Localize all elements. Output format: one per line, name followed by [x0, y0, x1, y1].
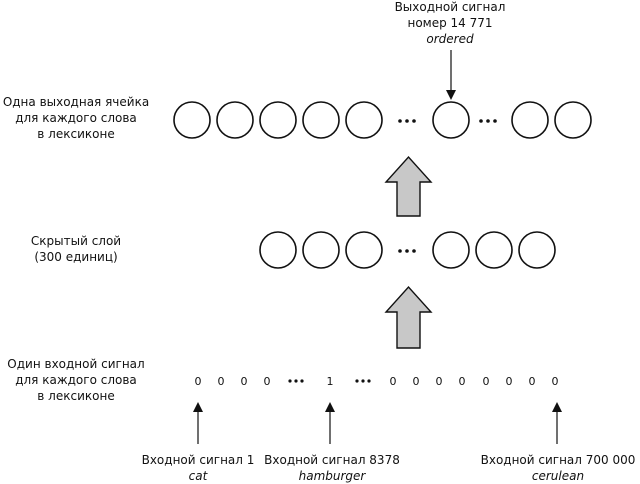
hidden-neuron	[475, 231, 513, 269]
input-value: 0	[483, 375, 490, 388]
output-neuron	[259, 101, 297, 139]
input-value-hot: 1	[327, 375, 334, 388]
input-ellipsis	[288, 379, 371, 383]
input-signal-caption: Входной сигнал 700 000 cerulean	[480, 452, 636, 484]
input-layer-label-line: Один входной сигнал	[7, 357, 145, 371]
input-layer-label: Один входной сигнал для каждого слова в …	[2, 356, 150, 404]
input-value: 0	[459, 375, 466, 388]
output-layer	[173, 101, 592, 139]
input-value: 0	[436, 375, 443, 388]
input-value: 0	[264, 375, 271, 388]
output-pointer-arrow	[446, 50, 456, 100]
input-value: 0	[218, 375, 225, 388]
output-neuron	[216, 101, 254, 139]
output-signal-number: номер 14 771	[407, 16, 493, 30]
hidden-layer	[259, 231, 556, 269]
flow-arrow-lower	[384, 285, 433, 349]
hidden-layer-label: Скрытый слой (300 единиц)	[2, 233, 150, 265]
hidden-neuron	[432, 231, 470, 269]
input-layer-label-line: в лексиконе	[37, 389, 115, 403]
output-neuron	[511, 101, 549, 139]
input-values: 0 0 0 0 1 0 0 0 0 0 0 0 0	[195, 375, 559, 388]
input-value: 0	[552, 375, 559, 388]
input-value: 0	[529, 375, 536, 388]
input-value: 0	[390, 375, 397, 388]
input-value: 0	[195, 375, 202, 388]
output-signal-title: Выходной сигнал	[394, 0, 506, 14]
input-signal-caption: Входной сигнал 1 cat	[132, 452, 264, 484]
output-neuron-target	[432, 101, 470, 139]
input-value: 0	[506, 375, 513, 388]
output-layer-label: Одна выходная ячейка для каждого слова в…	[2, 94, 150, 142]
output-neuron	[173, 101, 211, 139]
output-layer-label-line: для каждого слова	[15, 111, 137, 125]
input-signal-title: Входной сигнал 700 000	[480, 453, 636, 467]
output-ellipsis	[398, 119, 497, 123]
output-layer-label-line: Одна выходная ячейка	[2, 95, 150, 109]
input-signal-word: hamburger	[298, 469, 366, 483]
output-signal-word: ordered	[426, 32, 474, 46]
output-signal-label: Выходной сигнал номер 14 771 ordered	[380, 0, 520, 47]
hidden-layer-label-line: (300 единиц)	[34, 250, 118, 264]
hidden-neuron	[518, 231, 556, 269]
hidden-layer-label-line: Скрытый слой	[30, 234, 122, 248]
input-signal-arrows	[193, 402, 562, 444]
output-neuron	[302, 101, 340, 139]
hidden-neuron	[345, 231, 383, 269]
input-signal-caption: Входной сигнал 8378 hamburger	[262, 452, 402, 484]
input-value: 0	[241, 375, 248, 388]
input-signal-word: cat	[188, 469, 208, 483]
input-signal-word: cerulean	[531, 469, 585, 483]
flow-arrow-upper	[384, 155, 433, 217]
output-layer-label-line: в лексиконе	[37, 127, 115, 141]
hidden-neuron	[259, 231, 297, 269]
output-neuron	[554, 101, 592, 139]
input-layer-label-line: для каждого слова	[15, 373, 137, 387]
hidden-ellipsis	[398, 249, 416, 253]
hidden-neuron	[302, 231, 340, 269]
input-signal-title: Входной сигнал 1	[141, 453, 255, 467]
output-neuron	[345, 101, 383, 139]
input-signal-title: Входной сигнал 8378	[264, 453, 400, 467]
input-value: 0	[413, 375, 420, 388]
